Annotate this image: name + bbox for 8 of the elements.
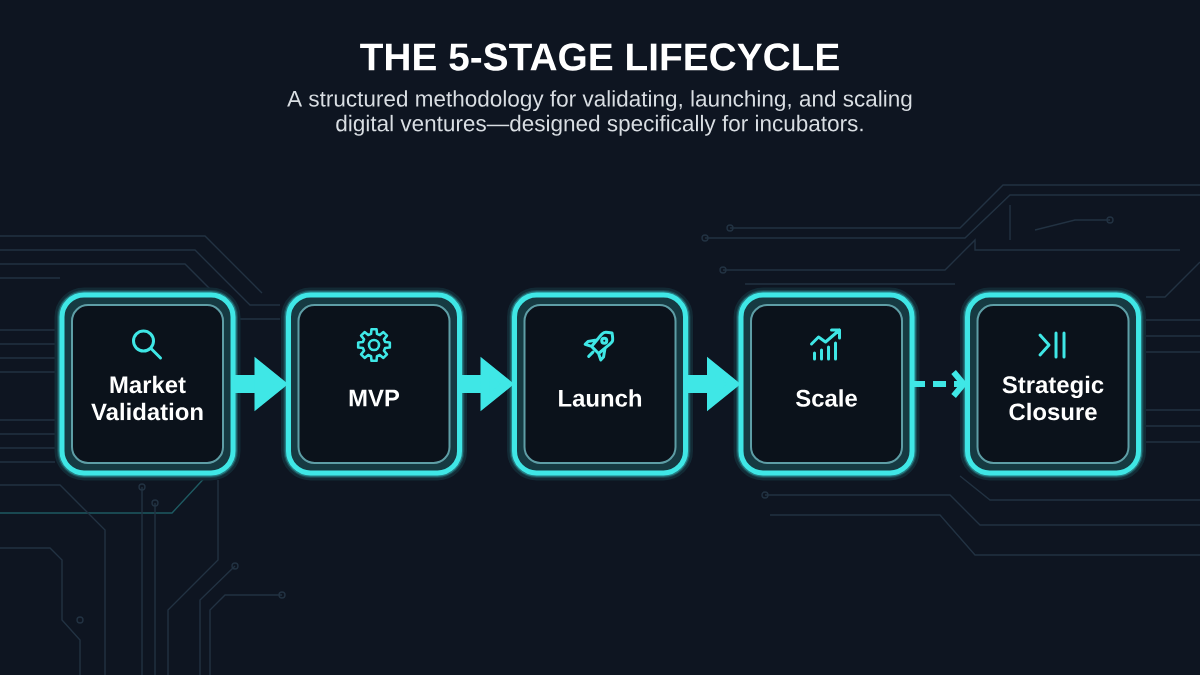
- stage-box: Market Validation: [54, 287, 241, 481]
- subtitle: A structured methodology for validating, launching, and scaling digital ventures—designed specifically for incubators.: [287, 90, 912, 136]
- stage-box: Scale: [733, 287, 920, 481]
- stage-box: Launch: [507, 287, 693, 481]
- stage-box: Strategic Closure: [960, 287, 1146, 481]
- stage-box: MVP: [281, 287, 467, 481]
- dashed-arrow: [912, 370, 968, 398]
- title: THE 5-STAGE LIFECYCLE: [360, 43, 839, 71]
